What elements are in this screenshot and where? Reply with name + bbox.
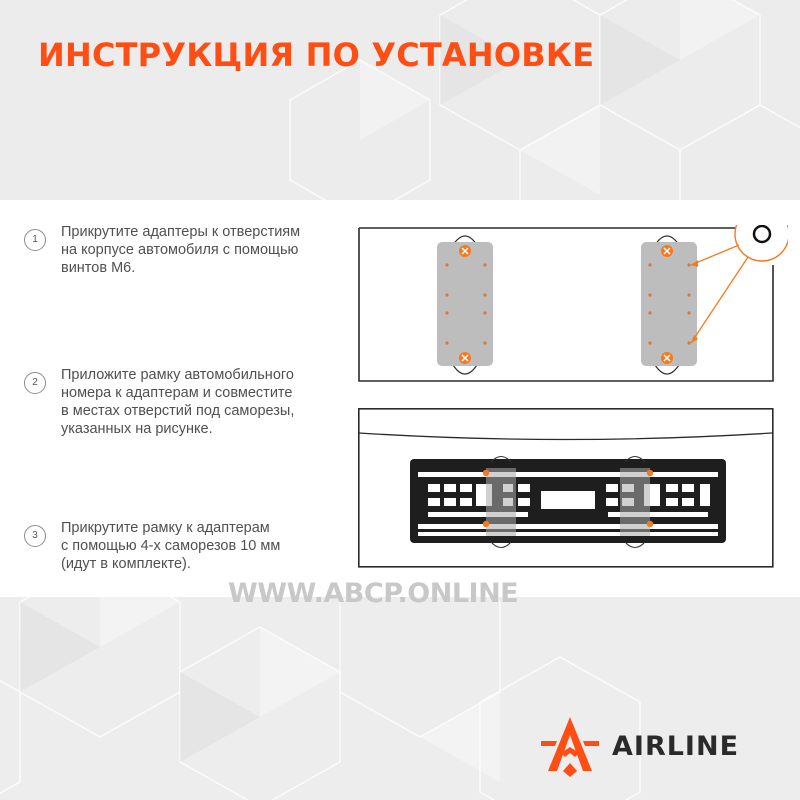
- step-number-badge: 3: [24, 525, 46, 547]
- adapters-illustration: [358, 225, 788, 382]
- plate-frame: [410, 455, 726, 549]
- screw-x-icon: [646, 469, 654, 477]
- adapter-left: [437, 235, 493, 375]
- screw-x-icon: [661, 245, 673, 257]
- header-background: [0, 0, 800, 200]
- adapter-right: [641, 235, 697, 375]
- screw-x-icon: [661, 352, 673, 364]
- airline-logo-icon: [541, 717, 599, 777]
- footer-background: [0, 597, 800, 800]
- screw-x-icon: [482, 520, 490, 528]
- step-number-badge: 1: [24, 229, 46, 251]
- frame-illustration: [358, 408, 774, 568]
- step-text: Прикрутите рамку к адаптерам с помощью 4…: [61, 520, 281, 572]
- website-url: WWW.ABCP.ONLINE: [228, 578, 519, 609]
- screw-x-icon: [482, 469, 490, 477]
- screw-x-icon: [459, 352, 471, 364]
- brand-logo: AIRLINE: [537, 713, 782, 783]
- hexagon-pattern: [0, 597, 641, 800]
- screw-x-icon: [459, 245, 471, 257]
- step-text: Прикрутите адаптеры к отверстиям на корп…: [61, 224, 301, 276]
- brand-name: AIRLINE: [612, 731, 740, 762]
- step-text: Приложите рамку автомобильного номера к …: [61, 367, 295, 437]
- callout-bolt: [690, 225, 788, 344]
- page-title: ИНСТРУКЦИЯ ПО УСТАНОВКЕ: [38, 36, 595, 74]
- car-body-outline: [358, 227, 774, 382]
- hexagon-pattern: [289, 0, 800, 200]
- screw-x-icon: [646, 520, 654, 528]
- step-number-badge: 2: [24, 372, 46, 394]
